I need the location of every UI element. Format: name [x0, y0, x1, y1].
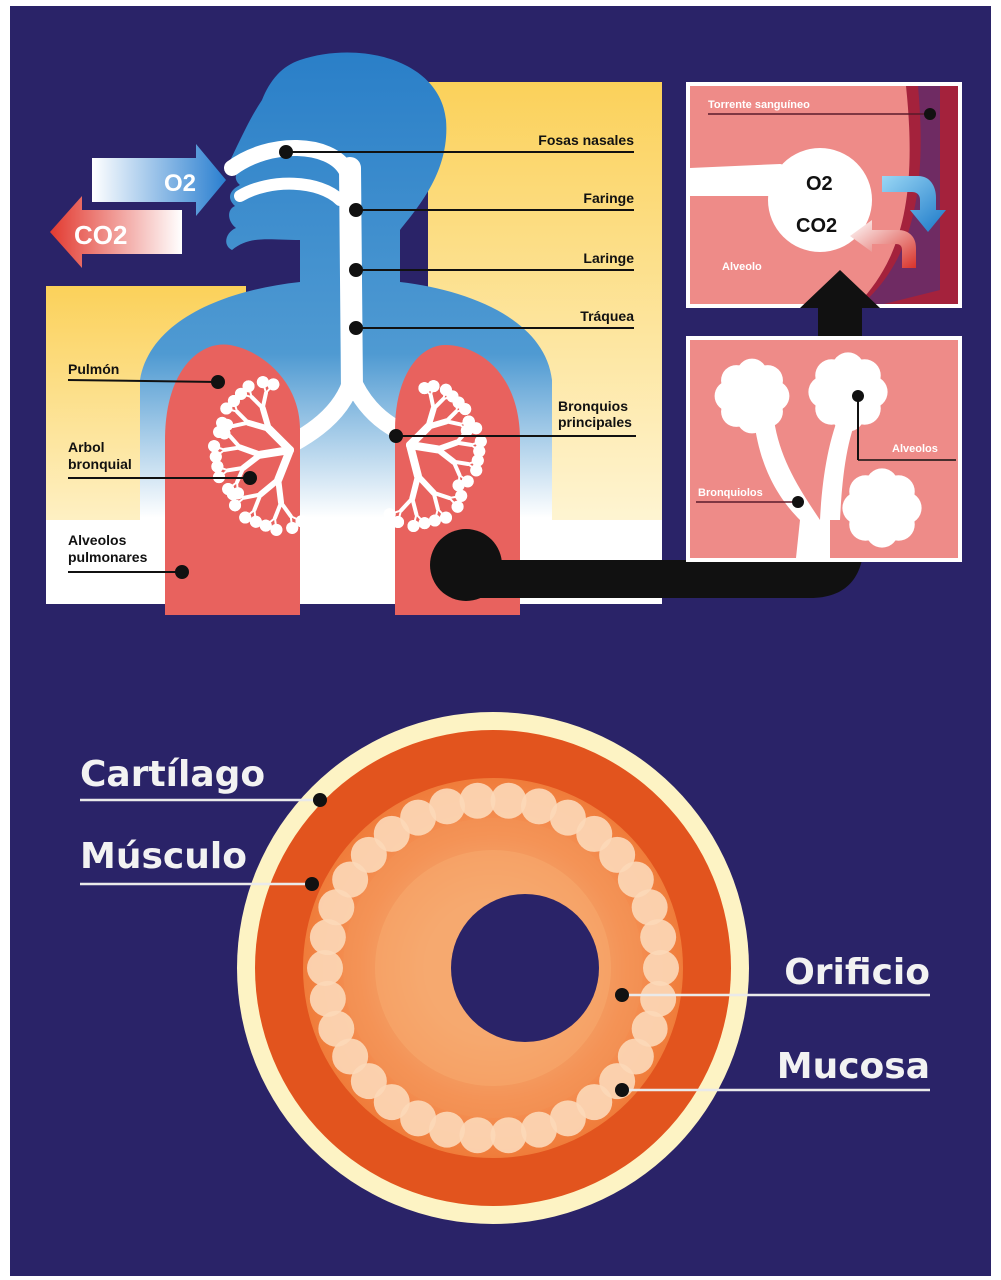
alveolar-cluster	[727, 371, 778, 422]
alveolus-dot	[210, 451, 222, 463]
bronchiole-stem	[796, 520, 830, 558]
label-musculo: Músculo	[80, 836, 247, 877]
mucosa-cell	[459, 1117, 495, 1153]
alveoli-inset: Alveolos Bronquiolos	[686, 336, 962, 562]
mucosa-cell	[640, 919, 676, 955]
label-alveolos-2: pulmonares	[68, 549, 148, 565]
alveolus-dot	[239, 512, 251, 524]
label-bronquiolos: Bronquiolos	[698, 487, 763, 499]
o2-label: O2	[164, 170, 196, 197]
label-fosas-nasales: Fosas nasales	[538, 132, 634, 148]
alveolus-dot	[257, 376, 269, 388]
label-alveolos-inset: Alveolos	[892, 443, 938, 455]
label-alveolos-1: Alveolos	[68, 532, 127, 548]
label-arbol-1: Arbol	[68, 439, 105, 455]
label-faringe: Faringe	[583, 190, 634, 206]
label-arbol-2: bronquial	[68, 456, 132, 472]
alveolus-dot	[455, 490, 467, 502]
alveolus-dot	[270, 524, 282, 536]
alveolus-dot	[218, 427, 230, 439]
inset-co2-label: CO2	[796, 215, 837, 237]
mucosa-cell	[310, 981, 346, 1017]
label-pulmon: Pulmón	[68, 361, 119, 377]
mucosa-cell	[643, 950, 679, 986]
mucosa-cell	[307, 950, 343, 986]
mucosa-cell	[491, 1117, 527, 1153]
alveolus-dot	[208, 440, 220, 452]
gas-exchange-inset: O2 CO2 Torrente sanguíneo Alveolo	[686, 82, 962, 340]
alveolus-dot	[216, 417, 228, 429]
alveolus-dot	[461, 425, 473, 437]
label-laringe: Laringe	[583, 250, 634, 266]
alveolus-dot	[459, 403, 471, 415]
label-torrente-sanguineo: Torrente sanguíneo	[708, 99, 810, 111]
alveolus-dot	[243, 380, 255, 392]
label-mucosa: Mucosa	[777, 1046, 930, 1087]
mucosa-cell	[491, 783, 527, 819]
alveolus-dot	[267, 378, 279, 390]
mucosa-cell	[521, 1112, 557, 1148]
alveolus-dot	[250, 516, 262, 528]
alveolus-dot	[419, 517, 431, 529]
label-alveolo: Alveolo	[722, 261, 762, 273]
alveolus-dot	[229, 499, 241, 511]
label-bronquios-2: principales	[558, 414, 632, 430]
alveolus-dot	[453, 479, 465, 491]
alveolus-dot	[286, 522, 298, 534]
alveolus-dot	[470, 464, 482, 476]
alveolus-dot	[429, 514, 441, 526]
lumen-orifice	[451, 894, 599, 1042]
alveolus-dot	[428, 380, 440, 392]
alveolus-dot	[407, 520, 419, 532]
alveolar-cluster	[821, 365, 875, 419]
co2-label: CO2	[74, 220, 127, 250]
label-traquea: Tráquea	[580, 308, 634, 324]
label-bronquios-1: Bronquios	[558, 398, 628, 414]
alveolus-dot	[440, 512, 452, 524]
label-cartilago: Cartílago	[80, 754, 265, 795]
inset-o2-label: O2	[806, 173, 833, 195]
mucosa-cell	[459, 783, 495, 819]
label-orificio: Orificio	[784, 952, 930, 993]
mucosa-cell	[429, 788, 465, 824]
alveolus-dot	[384, 508, 396, 520]
alveolar-cluster	[855, 481, 909, 535]
alveolus-dot	[452, 501, 464, 513]
trachea	[350, 168, 352, 390]
alveolus-dot	[227, 488, 239, 500]
